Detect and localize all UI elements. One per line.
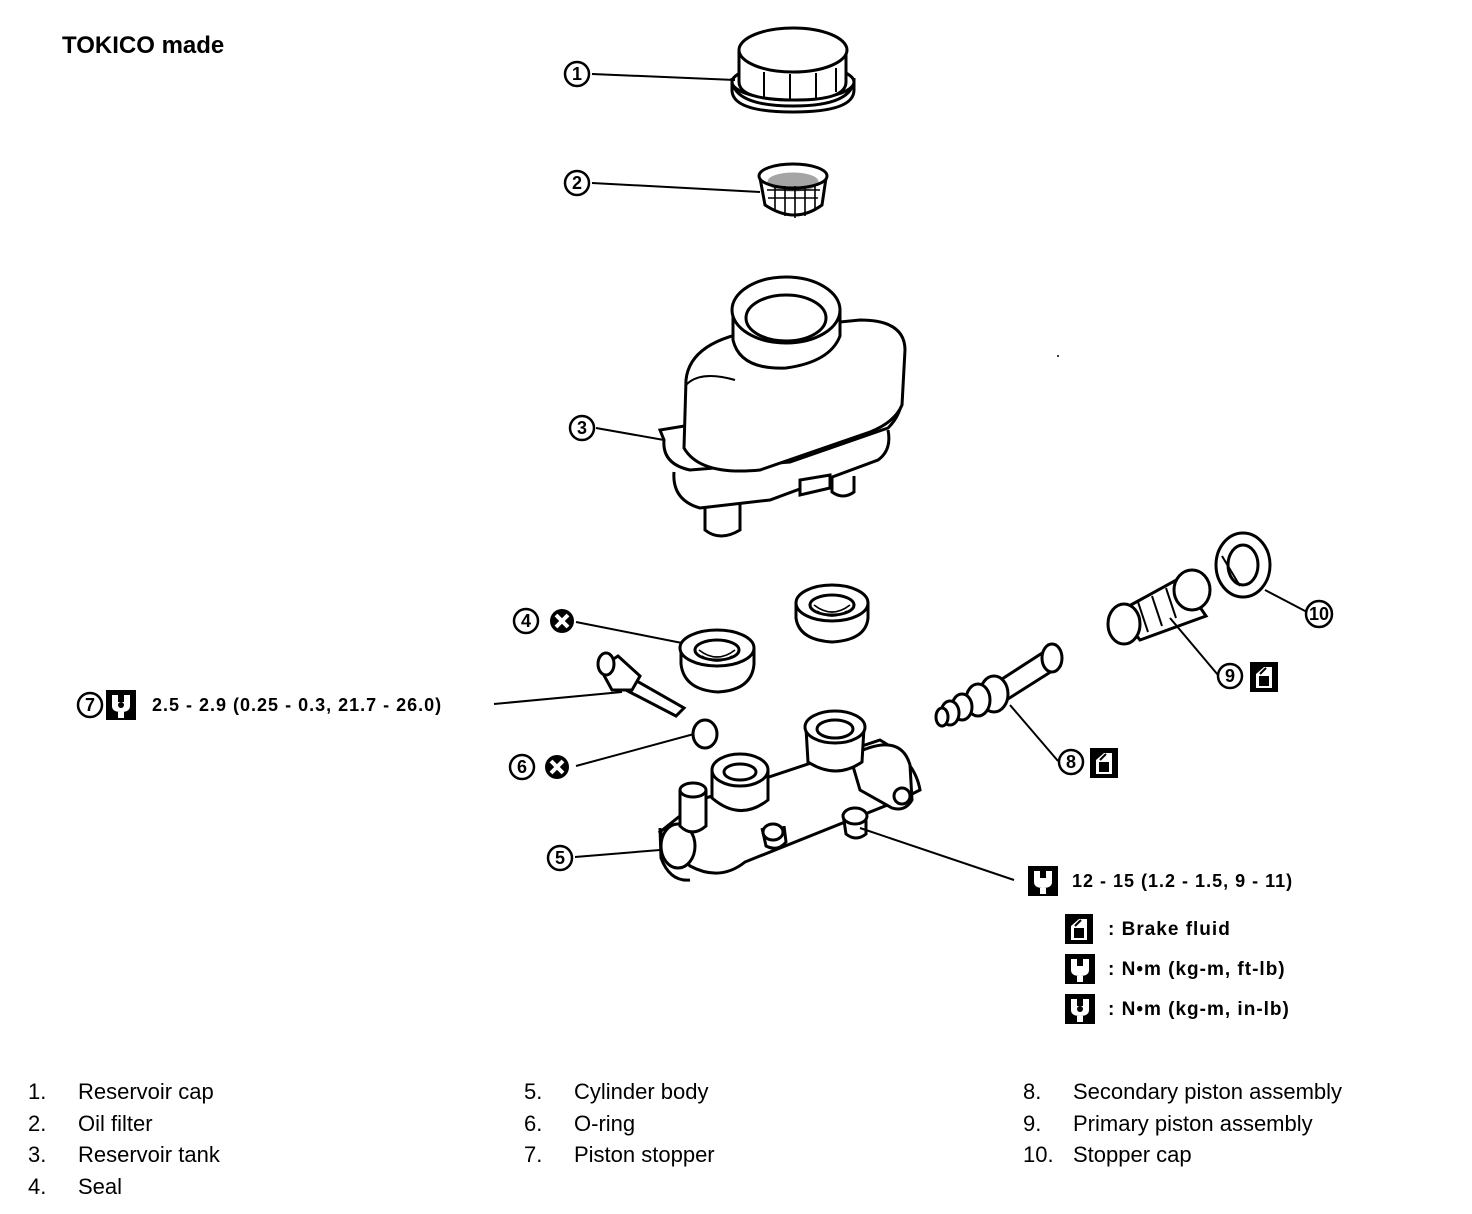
stopper-cap	[1214, 531, 1272, 599]
list-item: 8.Secondary piston assembly	[1023, 1079, 1343, 1104]
list-item: 1.Reservoir cap	[28, 1079, 214, 1104]
seal-right	[794, 583, 870, 644]
o-ring	[691, 718, 719, 750]
seal-left	[678, 628, 756, 694]
leader-lines	[493, 73, 1308, 881]
brake-fluid-icon	[1089, 747, 1119, 779]
diagram-title: TOKICO made	[62, 32, 225, 59]
torque-in-lb-icon	[1065, 994, 1095, 1024]
list-item: 2.Oil filter	[28, 1110, 153, 1136]
replace-x-icon	[548, 607, 576, 635]
svg-text:2: 2	[572, 173, 582, 193]
svg-text:10: 10	[1309, 604, 1329, 624]
list-item: 9.Primary piston assembly	[1023, 1110, 1313, 1136]
callout-10: 10	[1304, 599, 1334, 629]
callout-2: 2	[563, 169, 591, 197]
parts-list-col-2: 5.Cylinder body 6.O-ring 7.Piston stoppe…	[524, 1076, 715, 1171]
callout-4: 4	[512, 607, 540, 635]
svg-text:7: 7	[85, 695, 95, 715]
callout-6: 6	[508, 753, 536, 781]
svg-text:3: 3	[577, 418, 587, 438]
list-item: 10.Stopper cap	[1023, 1142, 1192, 1167]
legend-torque-ft-lb: : N•m (kg-m, ft-lb)	[1108, 959, 1286, 980]
list-item: 4.Seal	[28, 1173, 123, 1199]
svg-text:1: 1	[572, 64, 582, 84]
oil-filter	[757, 162, 829, 218]
brake-fluid-icon	[1064, 913, 1094, 945]
parts-list-col-1: 1.Reservoir cap 2.Oil filter 3.Reservoir…	[28, 1076, 220, 1202]
callout-1: 1	[563, 60, 591, 88]
list-item: 6.O-ring	[524, 1110, 636, 1136]
svg-text:5: 5	[555, 848, 565, 868]
svg-text:6: 6	[517, 757, 527, 777]
list-item: 3.Reservoir tank	[28, 1142, 220, 1167]
torque-in-lb-icon	[106, 690, 136, 720]
callout-8: 8	[1057, 748, 1085, 776]
symbol-legend: : Brake fluid : N•m (kg-m, ft-lb) : N•m …	[1064, 913, 1290, 1024]
parts-list-col-3: 8.Secondary piston assembly 9.Primary pi…	[1023, 1076, 1342, 1171]
replace-x-icon	[543, 753, 571, 781]
svg-text:9: 9	[1225, 666, 1235, 686]
svg-text:8: 8	[1066, 752, 1076, 772]
torque-ft-lb-icon	[1028, 866, 1058, 896]
torque-ft-lb-icon	[1065, 954, 1095, 984]
piston-stopper	[596, 651, 687, 718]
bolt-torque: 12 - 15 (1.2 - 1.5, 9 - 11)	[1072, 871, 1293, 891]
callout-9: 9	[1216, 662, 1244, 690]
callout-5: 5	[546, 844, 574, 872]
piston-stopper-torque: 2.5 - 2.9 (0.25 - 0.3, 21.7 - 26.0)	[152, 695, 442, 715]
brake-fluid-icon	[1249, 661, 1279, 693]
callout-3: 3	[568, 414, 596, 442]
svg-text:4: 4	[521, 611, 531, 631]
reservoir-cap	[730, 26, 856, 114]
cylinder-body	[657, 709, 922, 882]
legend-torque-in-lb: : N•m (kg-m, in-lb)	[1108, 999, 1290, 1020]
list-item: 5.Cylinder body	[524, 1079, 709, 1104]
callout-7: 7	[76, 691, 104, 719]
legend-brake-fluid: : Brake fluid	[1108, 919, 1231, 940]
secondary-piston-assembly	[934, 642, 1064, 728]
reservoir-tank	[657, 275, 907, 538]
list-item: 7.Piston stopper	[524, 1142, 715, 1167]
primary-piston-assembly	[1106, 568, 1212, 646]
